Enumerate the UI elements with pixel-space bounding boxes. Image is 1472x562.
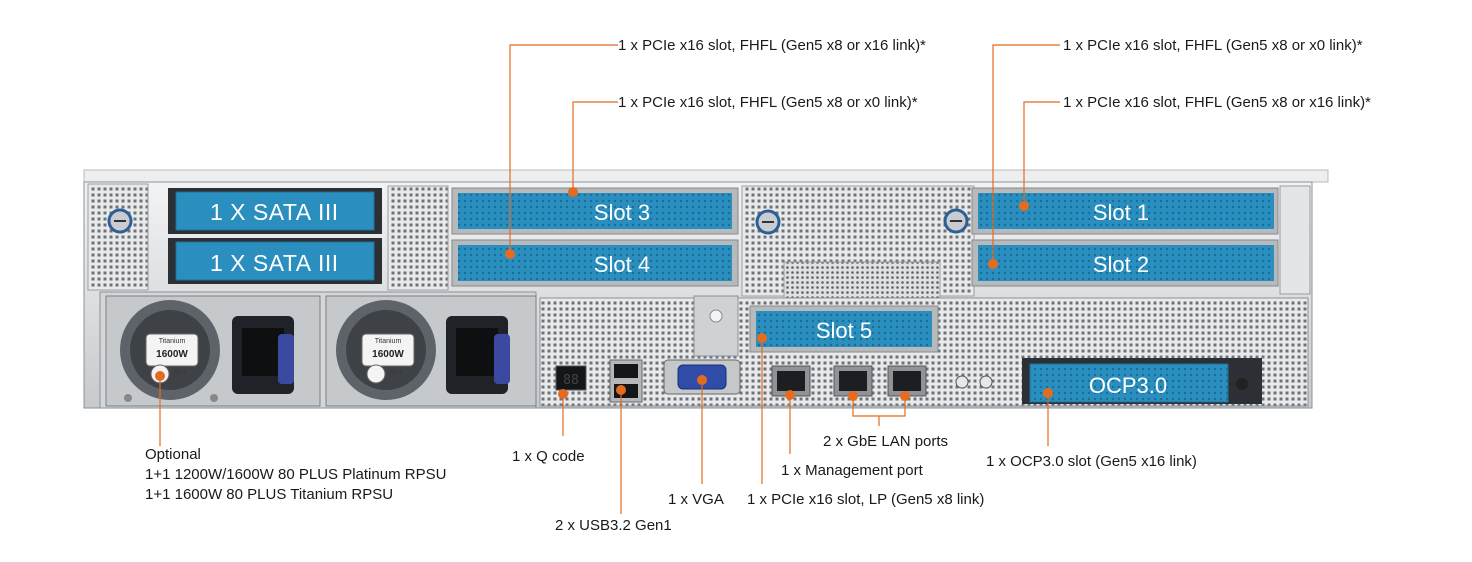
callout-qcode: 1 x Q code bbox=[512, 448, 585, 465]
lan-port-1[interactable] bbox=[833, 365, 873, 397]
callout-slot1: 1 x PCIe x16 slot, FHFL (Gen5 x8 or x16 … bbox=[1063, 94, 1371, 111]
slot-3-label: Slot 3 bbox=[594, 200, 650, 225]
psu-1-wattage: 1600W bbox=[156, 349, 188, 360]
usb-ports[interactable] bbox=[609, 359, 643, 403]
slot-1[interactable]: Slot 1 bbox=[971, 187, 1279, 235]
sata-bottom-label: 1 X SATA bbox=[210, 250, 312, 276]
psu-2-model: G-1 bbox=[391, 369, 403, 376]
callout-vga: 1 x VGA bbox=[668, 491, 724, 508]
psu-2-grade: Titanium bbox=[375, 338, 402, 345]
callout-slot2: 1 x PCIe x16 slot, FHFL (Gen5 x8 or x0 l… bbox=[1063, 37, 1363, 54]
q-code-display: 88 bbox=[555, 365, 587, 391]
sata-top-label: 1 X SATA bbox=[210, 199, 312, 225]
callout-slot4: 1 x PCIe x16 slot, FHFL (Gen5 x8 or x0 l… bbox=[618, 94, 918, 111]
callout-slot5: 1 x PCIe x16 slot, LP (Gen5 x8 link) bbox=[747, 491, 984, 508]
slot-5-label: Slot 5 bbox=[816, 318, 872, 343]
slot-3[interactable]: Slot 3 bbox=[451, 187, 739, 235]
status-leds bbox=[955, 375, 993, 389]
callout-management: 1 x Management port bbox=[781, 462, 924, 479]
sata-bay-top[interactable]: 1 X SATA III bbox=[168, 188, 382, 234]
callout-labels: 1 x PCIe x16 slot, FHFL (Gen5 x8 or x16 … bbox=[145, 37, 1371, 534]
psu-1-model: G-1 bbox=[175, 369, 187, 376]
lan-port-2[interactable] bbox=[887, 365, 927, 397]
sata-bay-bottom[interactable]: 1 X SATA III bbox=[168, 238, 382, 284]
callout-ocp: 1 x OCP3.0 slot (Gen5 x16 link) bbox=[986, 453, 1197, 470]
slot-2[interactable]: Slot 2 bbox=[971, 239, 1279, 287]
psu-2-wattage: 1600W bbox=[372, 349, 404, 360]
sata-top-bars: III bbox=[318, 199, 339, 225]
slot-4[interactable]: Slot 4 bbox=[451, 239, 739, 287]
ocp-slot[interactable]: OCP3.0 bbox=[1022, 358, 1262, 404]
ocp-slot-label: OCP3.0 bbox=[1089, 373, 1167, 398]
callout-psu-titanium: 1+1 1600W 80 PLUS Titanium RPSU bbox=[145, 486, 393, 503]
leader-lines bbox=[155, 44, 1060, 514]
psu-1-latch[interactable] bbox=[278, 334, 294, 384]
callout-slot3: 1 x PCIe x16 slot, FHFL (Gen5 x8 or x16 … bbox=[618, 37, 926, 54]
slot-1-label: Slot 1 bbox=[1093, 200, 1149, 225]
sata-bottom-bars: III bbox=[318, 250, 339, 276]
slot-5[interactable]: Slot 5 bbox=[749, 305, 939, 353]
svg-text:88: 88 bbox=[563, 373, 579, 388]
callout-lan: 2 x GbE LAN ports bbox=[823, 433, 948, 450]
psu-1[interactable]: Titanium 1600W G-1 bbox=[105, 295, 321, 407]
slot-2-label: Slot 2 bbox=[1093, 252, 1149, 277]
callout-psu-platinum: 1+1 1200W/1600W 80 PLUS Platinum RPSU bbox=[145, 466, 446, 483]
callout-usb: 2 x USB3.2 Gen1 bbox=[555, 517, 672, 534]
psu-2-latch[interactable] bbox=[494, 334, 510, 384]
slot-4-label: Slot 4 bbox=[594, 252, 650, 277]
callout-psu-optional: Optional bbox=[145, 446, 201, 463]
psu-1-grade: Titanium bbox=[159, 338, 186, 345]
psu-2[interactable]: Titanium 1600W G-1 bbox=[325, 295, 537, 407]
